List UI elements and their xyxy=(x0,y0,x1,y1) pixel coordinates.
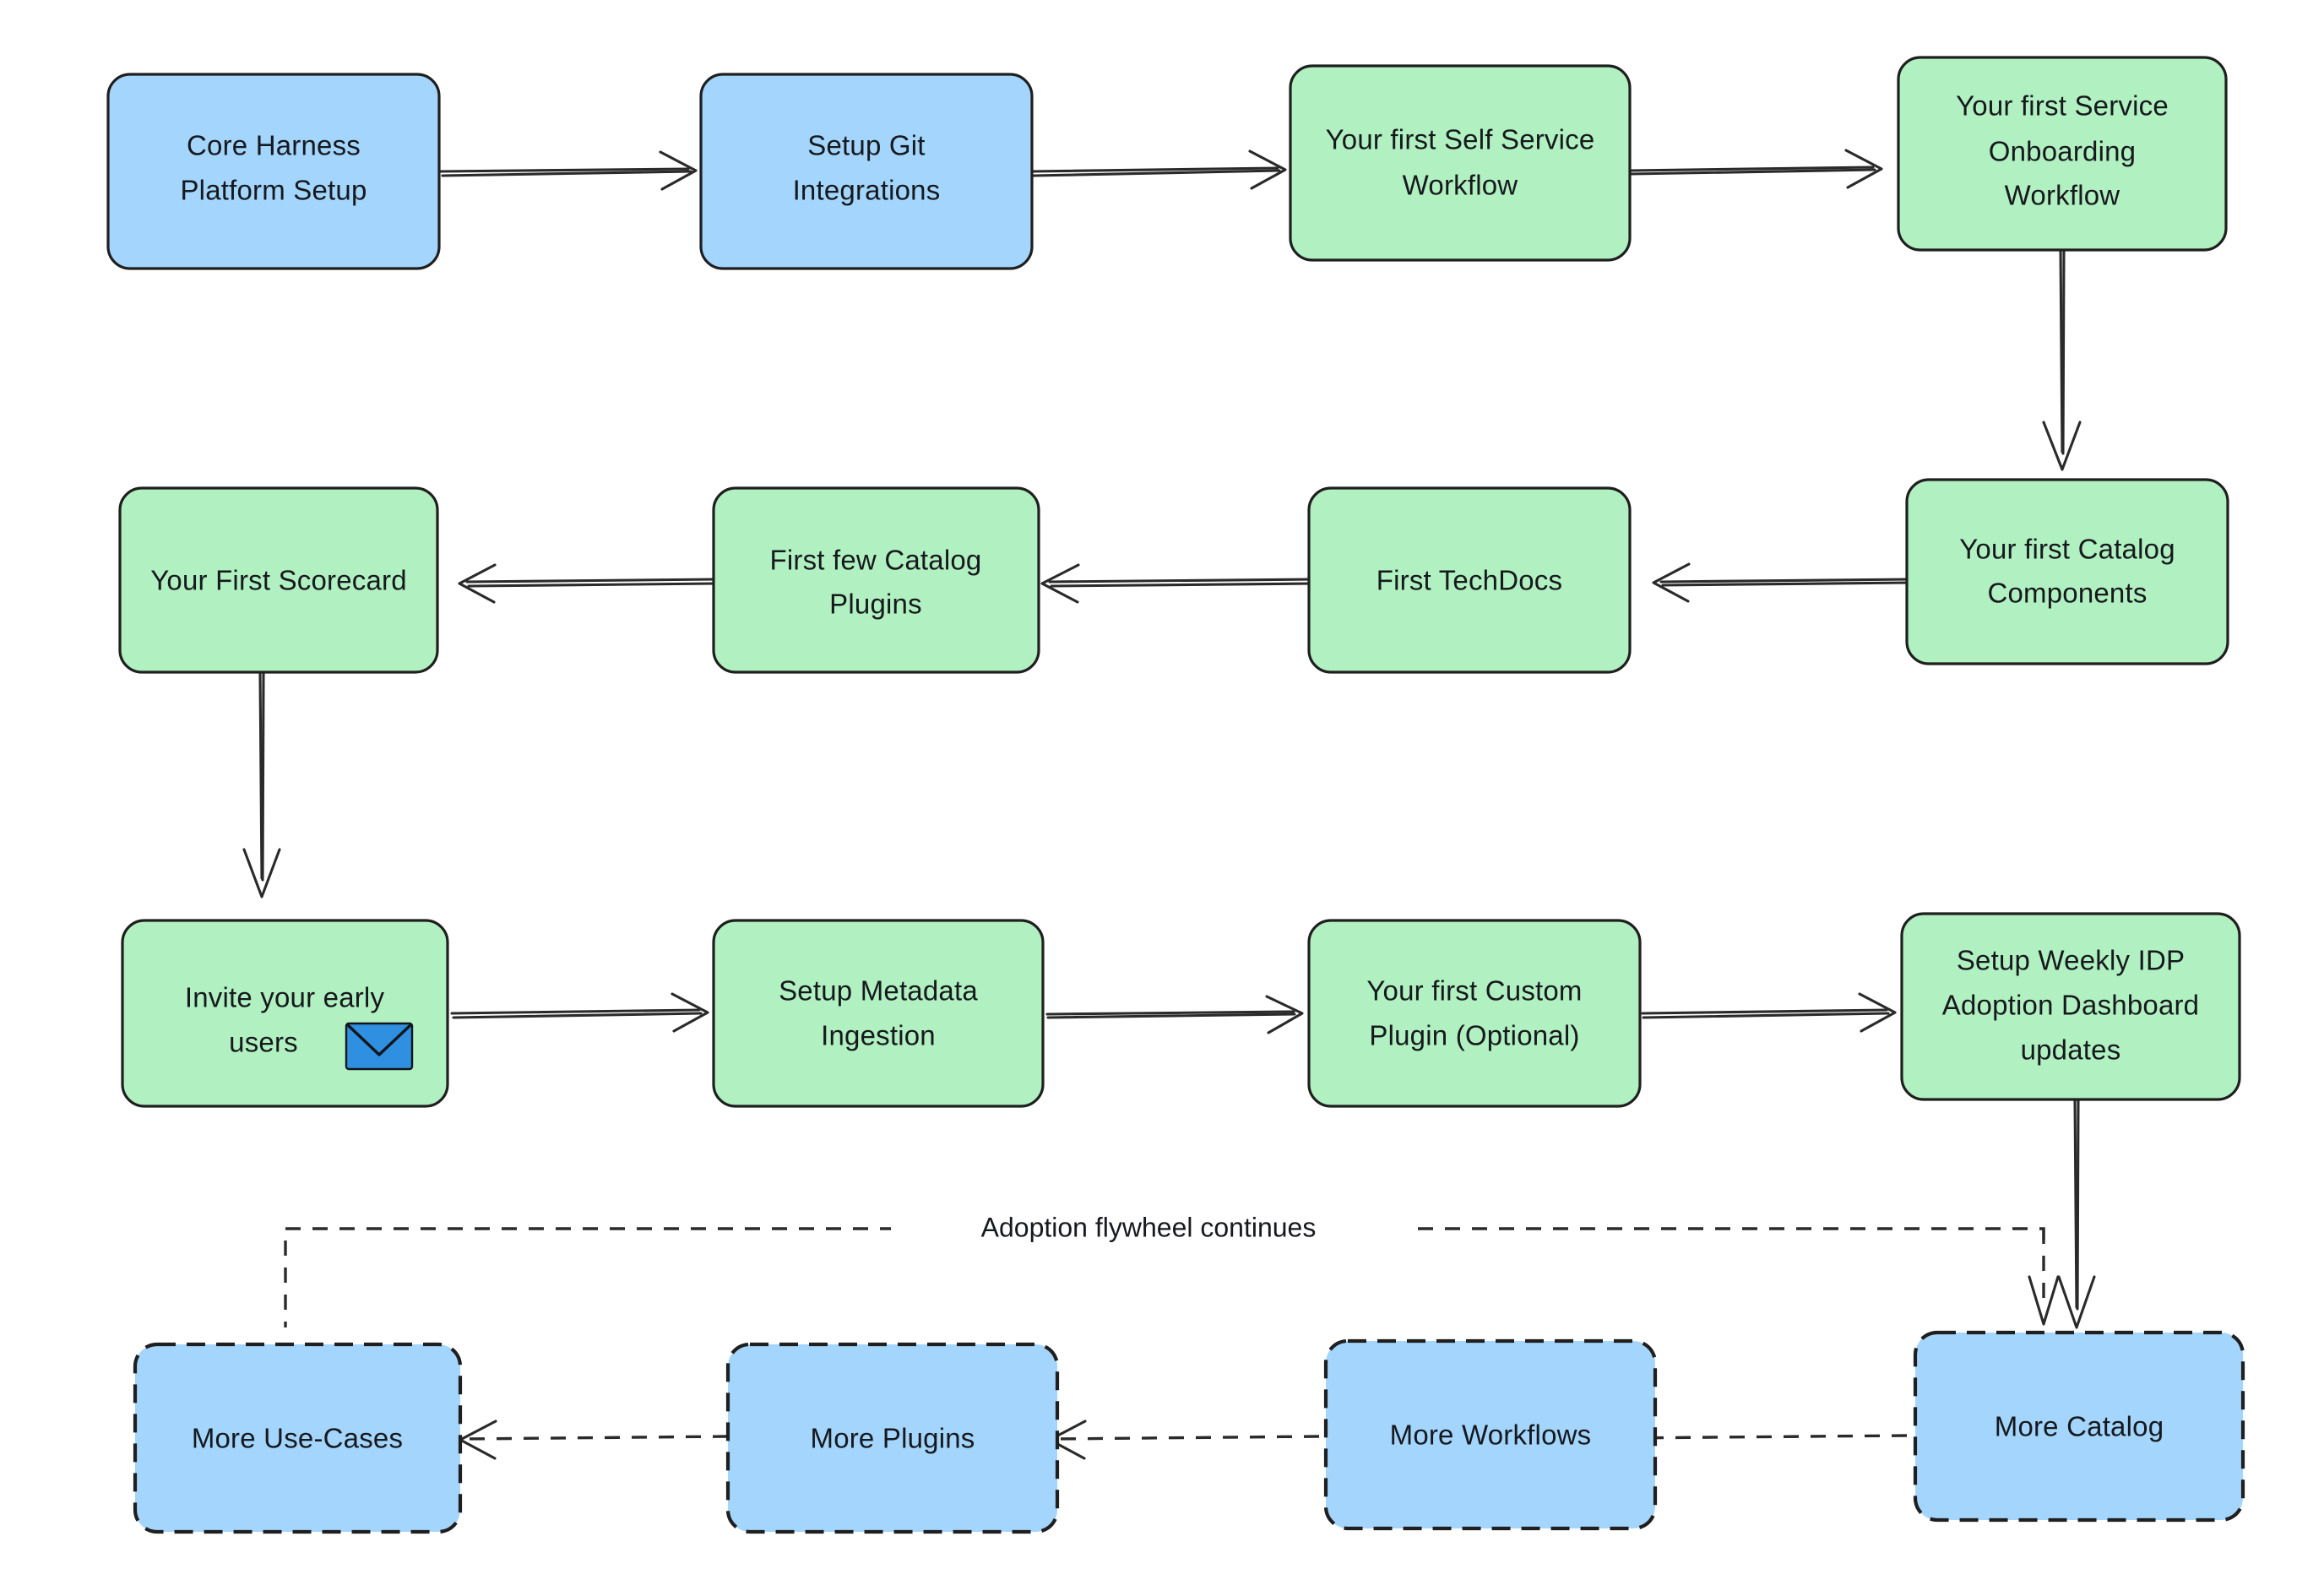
node-setup-metadata-ingestion[interactable]: Setup Metadata Ingestion xyxy=(712,919,1045,1108)
edge-self-service-to-onboarding xyxy=(1628,149,1883,189)
edge-core-to-git xyxy=(439,150,698,191)
node-more-workflows[interactable]: More Workflows xyxy=(1323,1338,1658,1531)
node-label-line: Setup Weekly IDP xyxy=(1957,945,2185,976)
node-label-line: updates xyxy=(2021,1034,2121,1066)
node-invite-your-early-users[interactable]: Invite your early users xyxy=(121,919,449,1108)
flywheel-label-backdrop xyxy=(891,1202,1406,1255)
edge-flywheel-loop xyxy=(284,1227,2060,1327)
node-label-line: More Plugins xyxy=(811,1423,975,1454)
node-label-line: users xyxy=(229,1027,298,1058)
envelope-icon xyxy=(345,1022,414,1071)
flywheel-label: Adoption flywheel continues xyxy=(981,1212,1317,1242)
node-label-line: Your First Scorecard xyxy=(150,565,407,596)
edge-metadata-to-custom-plugin xyxy=(1045,995,1304,1034)
edge-techdocs-to-catalog-plugins xyxy=(1040,563,1315,604)
node-label-line: Integrations xyxy=(793,175,941,206)
node-label-line: Platform Setup xyxy=(180,175,367,206)
node-label-line: Onboarding xyxy=(1989,136,2136,167)
node-label-line: First TechDocs xyxy=(1376,565,1562,596)
node-label-line: Workflow xyxy=(2005,180,2120,211)
node-label-line: Plugins xyxy=(829,589,922,620)
edge-onboarding-to-catalog-components xyxy=(2042,245,2082,471)
node-your-first-scorecard[interactable]: Your First Scorecard xyxy=(118,486,439,674)
node-more-use-cases[interactable]: More Use-Cases xyxy=(133,1342,463,1534)
node-label-line: Your first Self Service xyxy=(1326,124,1595,155)
node-core-harness-platform-setup[interactable]: Core Harness Platform Setup xyxy=(106,73,441,270)
node-label-line: Adoption Dashboard xyxy=(1942,990,2199,1021)
edge-custom-plugin-to-dashboard xyxy=(1641,992,1897,1033)
edge-catalog-plugins-to-scorecard xyxy=(458,563,718,604)
node-setup-git-integrations[interactable]: Setup Git Integrations xyxy=(699,73,1034,270)
node-setup-weekly-idp-adoption-dashboard-updates[interactable]: Setup Weekly IDP Adoption Dashboard upda… xyxy=(1900,912,2241,1101)
node-label-line: Your first Catalog xyxy=(1959,534,2175,565)
node-your-first-self-service-workflow[interactable]: Your first Self Service Workflow xyxy=(1289,64,1632,262)
node-your-first-service-onboarding-workflow[interactable]: Your first Service Onboarding Workflow xyxy=(1897,56,2228,252)
node-label-line: More Catalog xyxy=(1995,1411,2164,1442)
edge-git-to-self-service xyxy=(1030,149,1287,190)
node-label-line: Invite your early xyxy=(185,982,385,1013)
node-label-line: Setup Git xyxy=(807,130,925,161)
node-label-line: Workflow xyxy=(1403,170,1518,201)
node-more-plugins[interactable]: More Plugins xyxy=(725,1342,1060,1534)
node-your-first-catalog-components[interactable]: Your first Catalog Components xyxy=(1905,478,2229,665)
edge-more-workflows-to-more-plugins xyxy=(1048,1420,1320,1460)
node-label-line: Components xyxy=(1987,578,2147,609)
node-label-line: Plugin (Optional) xyxy=(1369,1020,1579,1051)
edge-catalog-components-to-techdocs xyxy=(1652,562,1912,603)
node-label-line: More Use-Cases xyxy=(192,1423,403,1454)
node-label-line: Setup Metadata xyxy=(779,975,978,1007)
node-label-line: Your first Custom xyxy=(1366,975,1582,1007)
node-your-first-custom-plugin-optional[interactable]: Your first Custom Plugin (Optional) xyxy=(1307,919,1642,1108)
node-first-few-catalog-plugins[interactable]: First few Catalog Plugins xyxy=(712,486,1040,674)
edge-dashboard-to-more-catalog xyxy=(2057,1096,2096,1329)
node-label-line: Ingestion xyxy=(821,1020,936,1051)
node-label-line: More Workflows xyxy=(1390,1420,1592,1451)
edge-invite-to-metadata xyxy=(450,992,709,1033)
node-label-line: First few Catalog xyxy=(770,545,982,576)
node-label-line: Your first Service xyxy=(1956,90,2169,122)
edge-more-plugins-to-more-use-cases xyxy=(459,1420,729,1460)
node-first-techdocs[interactable]: First TechDocs xyxy=(1307,486,1632,674)
edge-scorecard-to-invite-users xyxy=(242,670,281,898)
node-more-catalog[interactable]: More Catalog xyxy=(1913,1330,2245,1523)
node-label-line: Core Harness xyxy=(187,130,361,161)
